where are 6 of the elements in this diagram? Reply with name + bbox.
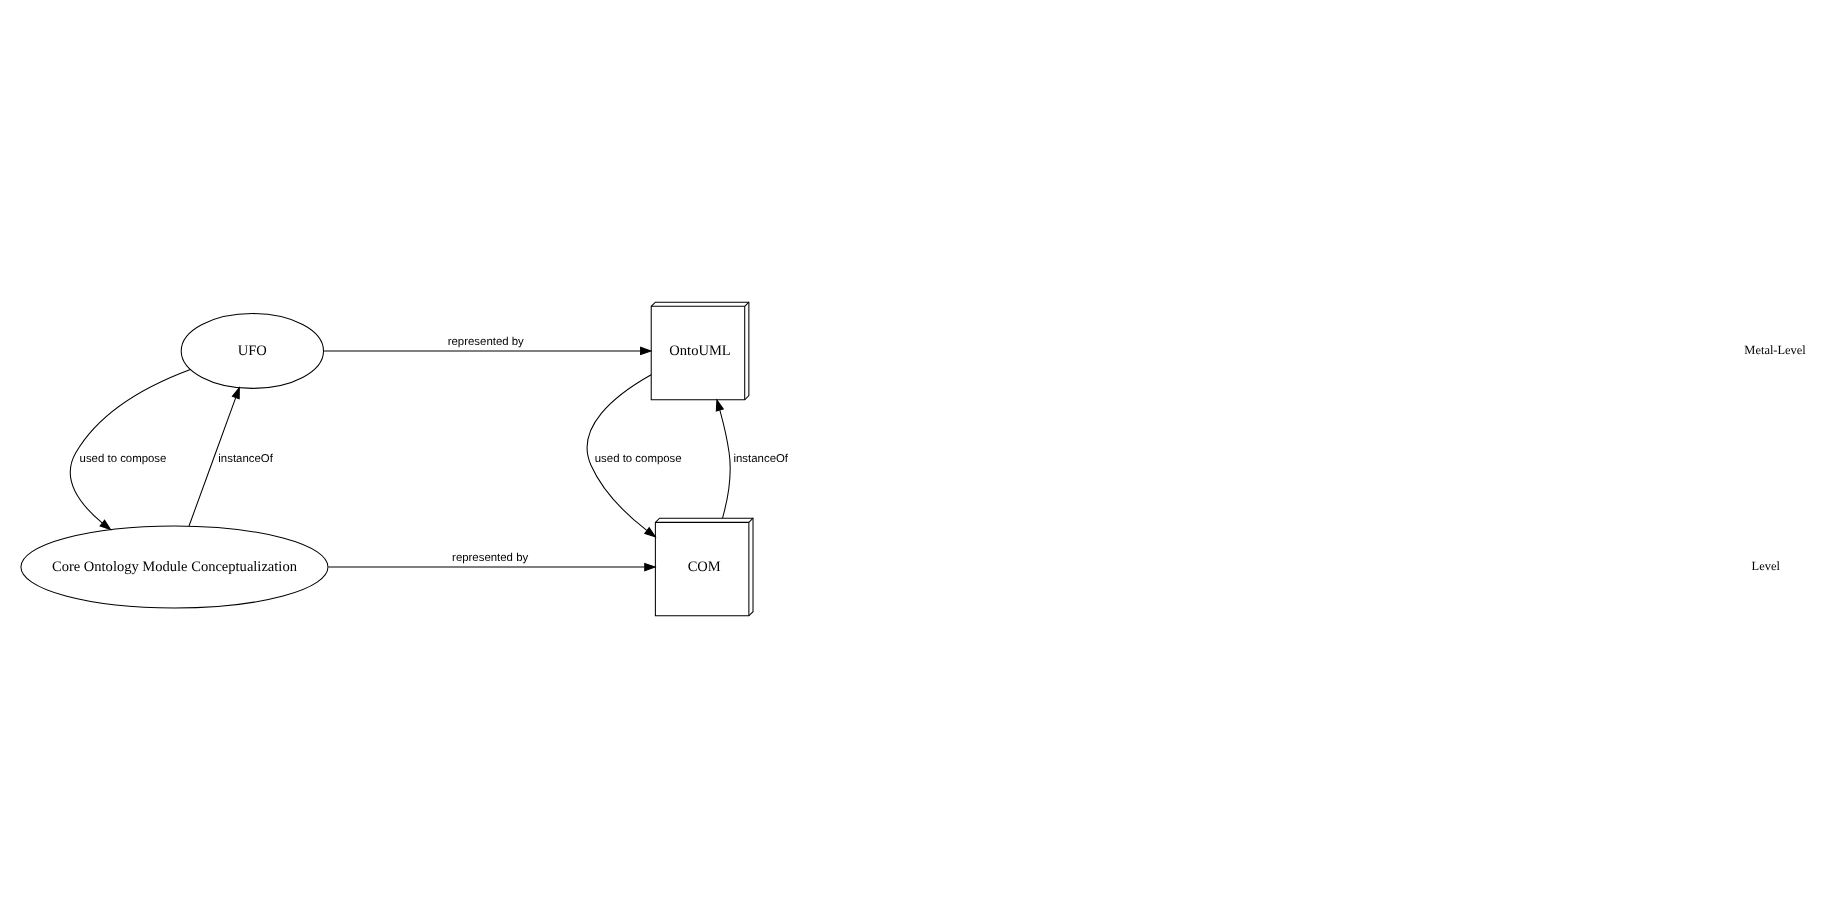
arrow (188, 386, 240, 527)
arrow (69, 368, 191, 531)
arrow (715, 398, 731, 519)
arrow (586, 374, 657, 538)
arrow (327, 562, 657, 572)
arrow (323, 346, 653, 356)
